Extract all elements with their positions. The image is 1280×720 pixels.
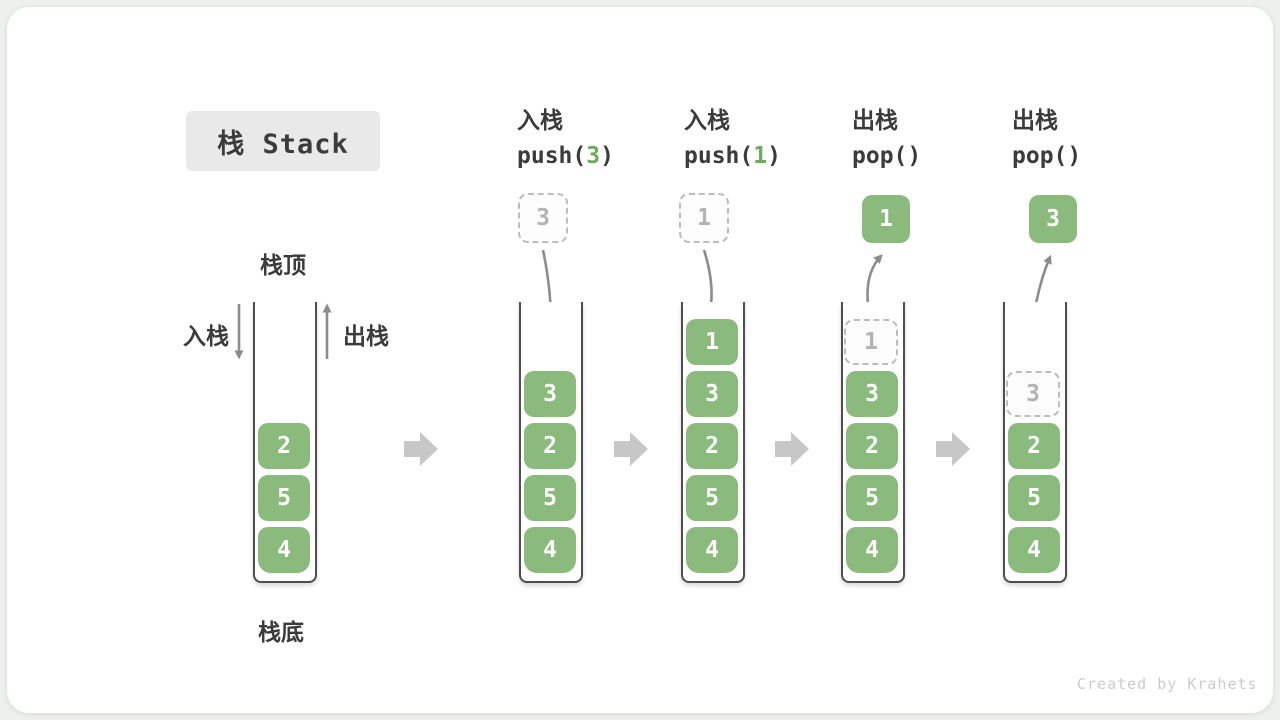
- op-code-label: pop(): [852, 143, 922, 169]
- floating-popped-value-3: 3: [1029, 195, 1077, 243]
- step-arrow-4-icon: [936, 432, 970, 466]
- stack-element-ghost: 1: [844, 319, 898, 365]
- stack-element: 1: [686, 319, 738, 365]
- stack-bottom-label: 栈底: [258, 619, 304, 645]
- step-arrow-2-icon: [614, 432, 648, 466]
- stack-element: 5: [1008, 475, 1060, 521]
- stack-element: 3: [524, 371, 576, 417]
- op-action-label: 入栈: [517, 107, 563, 133]
- op-arg: 1: [753, 143, 768, 169]
- op-code-label: pop(): [1012, 143, 1082, 169]
- stack-element: 5: [846, 475, 898, 521]
- stack-state-after-pop-1: 1 3 2 5 4: [841, 302, 905, 583]
- stack-state-after-push-3: 3 2 5 4: [519, 302, 583, 583]
- stack-element: 5: [524, 475, 576, 521]
- op-header-pop-1: 出栈 pop(): [852, 106, 921, 170]
- stack-element: 5: [258, 475, 310, 521]
- op-header-push-1: 入栈 push(1): [684, 106, 781, 170]
- stack-element: 4: [258, 527, 310, 573]
- op-code-label: push(1): [684, 143, 781, 169]
- stack-state-after-pop-3: 3 2 5 4: [1003, 302, 1067, 583]
- stack-state-initial: 2 5 4: [253, 302, 317, 583]
- stack-element: 2: [524, 423, 576, 469]
- stack-top-label: 栈顶: [260, 252, 306, 278]
- op-action-label: 出栈: [852, 107, 898, 133]
- stack-element: 4: [686, 527, 738, 573]
- stack-element: 4: [1008, 527, 1060, 573]
- credit-text: Created by Krahets: [1077, 675, 1258, 693]
- floating-push-value-3: 3: [518, 193, 568, 243]
- stack-element: 4: [846, 527, 898, 573]
- pop-side-label: 出栈: [343, 323, 389, 349]
- stack-element: 2: [846, 423, 898, 469]
- op-header-pop-3: 出栈 pop(): [1012, 106, 1081, 170]
- op-action-label: 入栈: [684, 107, 730, 133]
- stack-element: 2: [686, 423, 738, 469]
- stack-element: 2: [1008, 423, 1060, 469]
- op-arg: 3: [586, 143, 601, 169]
- op-header-push-3: 入栈 push(3): [517, 106, 614, 170]
- op-code-label: push(3): [517, 143, 614, 169]
- push-side-label: 入栈: [183, 323, 229, 349]
- op-action-label: 出栈: [1012, 107, 1058, 133]
- floating-push-value-1: 1: [679, 193, 729, 243]
- step-arrow-1-icon: [404, 432, 438, 466]
- title-badge: 栈 Stack: [186, 111, 380, 171]
- stack-element-ghost: 3: [1006, 371, 1060, 417]
- floating-popped-value-1: 1: [862, 195, 910, 243]
- stack-element: 2: [258, 423, 310, 469]
- stack-element: 3: [846, 371, 898, 417]
- stack-element: 5: [686, 475, 738, 521]
- diagram-card: 栈 Stack 入栈 push(3) 入栈 push(1) 出栈 pop() 出…: [7, 7, 1273, 713]
- stack-state-after-push-1: 1 3 2 5 4: [681, 302, 745, 583]
- stack-element: 3: [686, 371, 738, 417]
- step-arrow-3-icon: [775, 432, 809, 466]
- stack-element: 4: [524, 527, 576, 573]
